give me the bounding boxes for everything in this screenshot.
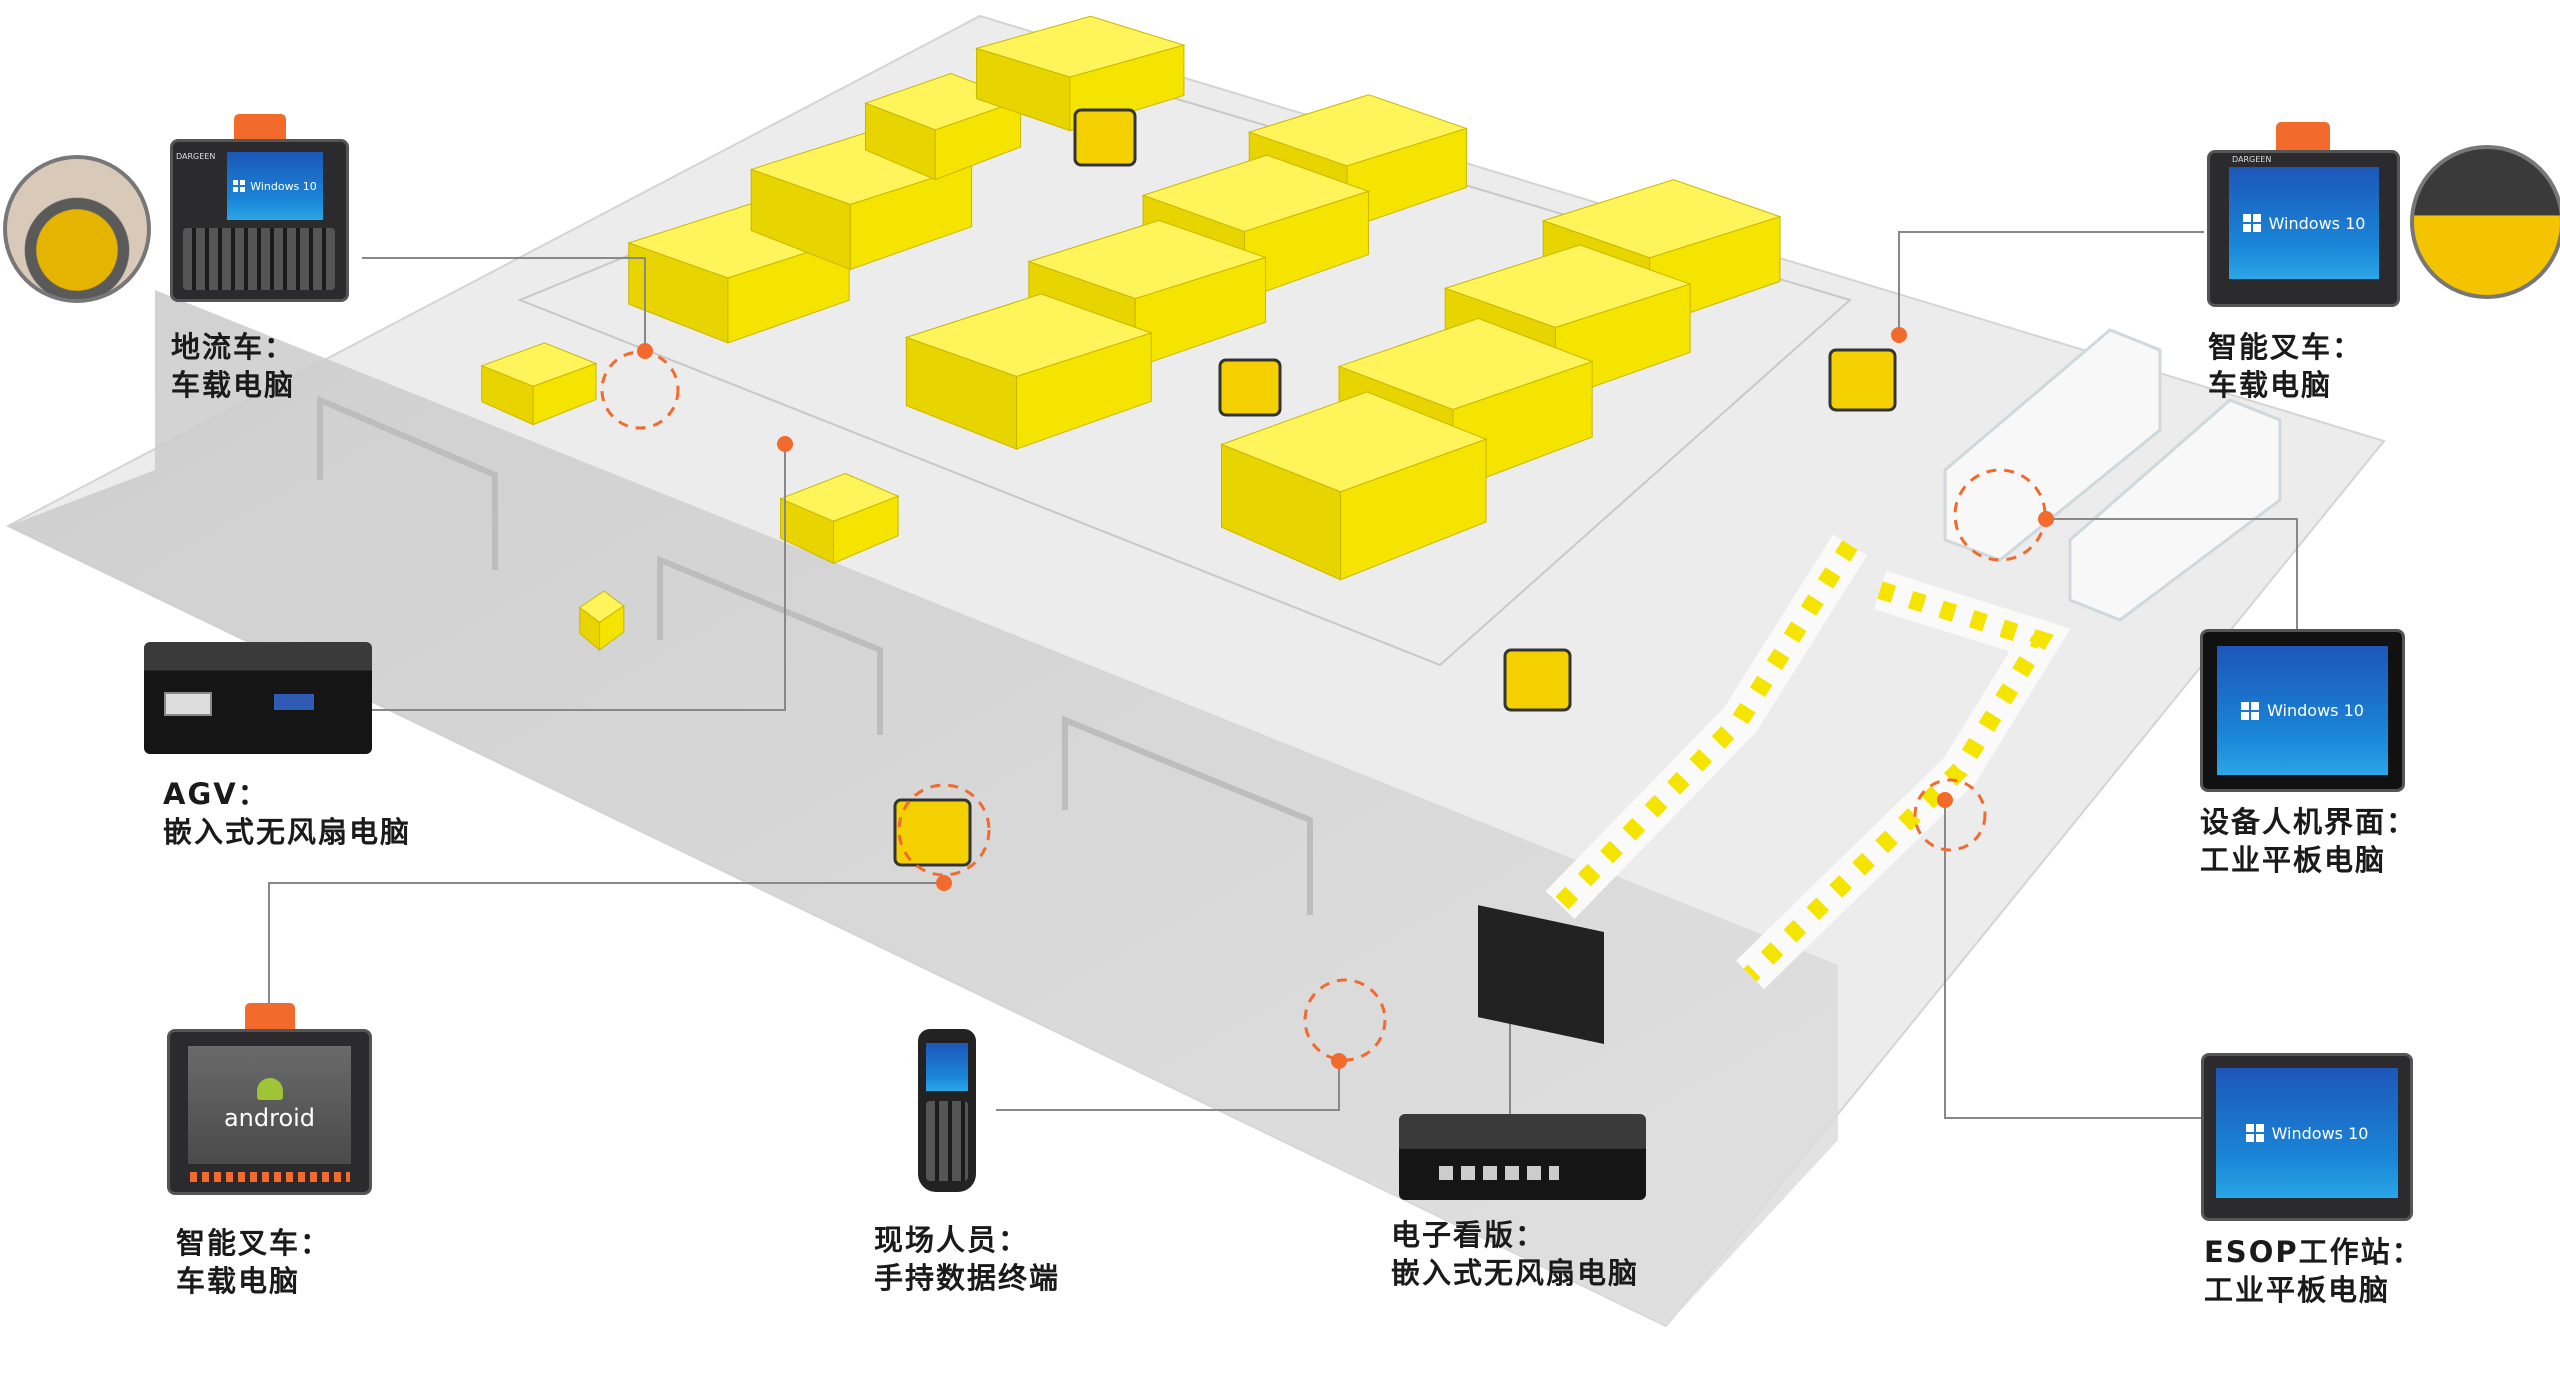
callout-subtitle: 嵌入式无风扇电脑 — [163, 815, 412, 849]
os-label: Windows 10 — [2267, 701, 2364, 720]
windows-logo-icon — [2241, 701, 2260, 720]
device-screen — [926, 1043, 968, 1091]
vga-port — [274, 694, 314, 710]
dock-doors — [317, 395, 1313, 915]
callout-title: 电子看版： — [1391, 1218, 1547, 1252]
callout-field-staff: 现场人员： 手持数据终端 — [874, 1221, 1060, 1297]
os-label: Windows 10 — [2271, 1123, 2369, 1143]
keyboard — [183, 228, 335, 290]
android-logo-icon — [256, 1078, 283, 1100]
brand-logo: DARGEEN — [176, 152, 216, 161]
callout-title: 智能叉车： — [176, 1226, 332, 1260]
signage-fanless-box-pc — [1399, 1114, 1646, 1200]
forklift-photo — [2410, 145, 2560, 299]
io-ports — [1439, 1166, 1559, 1180]
device-screen: Windows 10 — [2217, 646, 2388, 775]
ethernet-ports — [164, 692, 212, 716]
alarm-light — [234, 114, 286, 140]
rack-face — [1340, 438, 1487, 581]
os-label: Windows 10 — [2268, 213, 2366, 233]
callout-forklift-top: 智能叉车： 车载电脑 — [2208, 328, 2363, 404]
alarm-light — [245, 1003, 295, 1029]
callout-subtitle: 手持数据终端 — [874, 1261, 1061, 1295]
callout-agv: AGV： 嵌入式无风扇电脑 — [163, 775, 411, 851]
forklift-vehicle-terminal: DARGEEN Windows 10 — [2207, 150, 2400, 307]
callout-subtitle: 车载电脑 — [2208, 368, 2333, 402]
callout-title: 设备人机界面： — [2200, 805, 2418, 839]
callout-title: 地流车： — [171, 330, 296, 364]
windows-logo-icon — [233, 180, 246, 192]
callout-hmi: 设备人机界面： 工业平板电脑 — [2200, 803, 2417, 879]
callout-forklift-bottom: 智能叉车： 车载电脑 — [176, 1224, 331, 1300]
callout-subtitle: 车载电脑 — [176, 1264, 301, 1298]
rack-face — [934, 99, 1022, 181]
alarm-light — [2276, 122, 2330, 152]
connector-lines — [268, 231, 2298, 1119]
rack-face — [532, 362, 597, 426]
callout-tow-tractor: 地流车： 车载电脑 — [171, 328, 295, 404]
brand-logo: DARGEEN — [2232, 155, 2272, 164]
function-keys — [190, 1172, 350, 1182]
callout-title: ESOP工作站： — [2204, 1235, 2423, 1269]
callout-esop: ESOP工作站： 工业平板电脑 — [2204, 1233, 2423, 1309]
keyboard-vehicle-terminal: DARGEEN Windows 10 — [170, 139, 349, 302]
android-vehicle-terminal: android — [167, 1029, 372, 1195]
location-rings — [600, 350, 2047, 1062]
windows-logo-icon — [2245, 1124, 2264, 1142]
rack-face — [849, 164, 973, 271]
device-screen: Windows 10 — [2229, 167, 2379, 279]
callout-title: 智能叉车： — [2208, 330, 2364, 364]
pallet-racks — [480, 15, 1782, 651]
signage-display — [1478, 905, 1604, 1044]
esop-industrial-tablet: Windows 10 — [2201, 1053, 2413, 1221]
os-label: Windows 10 — [250, 179, 317, 193]
callout-subtitle: 工业平板电脑 — [2200, 843, 2387, 877]
forklifts — [893, 108, 1897, 867]
keypad — [926, 1101, 968, 1181]
callout-signage: 电子看版： 嵌入式无风扇电脑 — [1391, 1216, 1639, 1292]
tow-tractor-photo — [3, 155, 151, 303]
callout-subtitle: 工业平板电脑 — [2204, 1273, 2391, 1307]
callout-title: AGV： — [163, 777, 269, 811]
agv-fanless-box-pc — [144, 642, 372, 754]
hmi-industrial-tablet: Windows 10 — [2200, 629, 2405, 792]
os-label: android — [223, 1104, 316, 1132]
rack-face — [832, 495, 899, 565]
windows-logo-icon — [2242, 214, 2261, 232]
callout-subtitle: 嵌入式无风扇电脑 — [1391, 1256, 1640, 1290]
device-screen: android — [188, 1046, 351, 1164]
handheld-data-terminal — [918, 1029, 976, 1192]
device-screen: Windows 10 — [2216, 1068, 2398, 1198]
production-machines — [1943, 328, 2282, 622]
callout-subtitle: 车载电脑 — [171, 368, 296, 402]
conveyor-line — [1545, 534, 2071, 990]
rack-face — [599, 605, 625, 651]
device-screen: Windows 10 — [227, 152, 323, 220]
rack-face — [1016, 332, 1152, 450]
callout-title: 现场人员： — [874, 1223, 1030, 1257]
